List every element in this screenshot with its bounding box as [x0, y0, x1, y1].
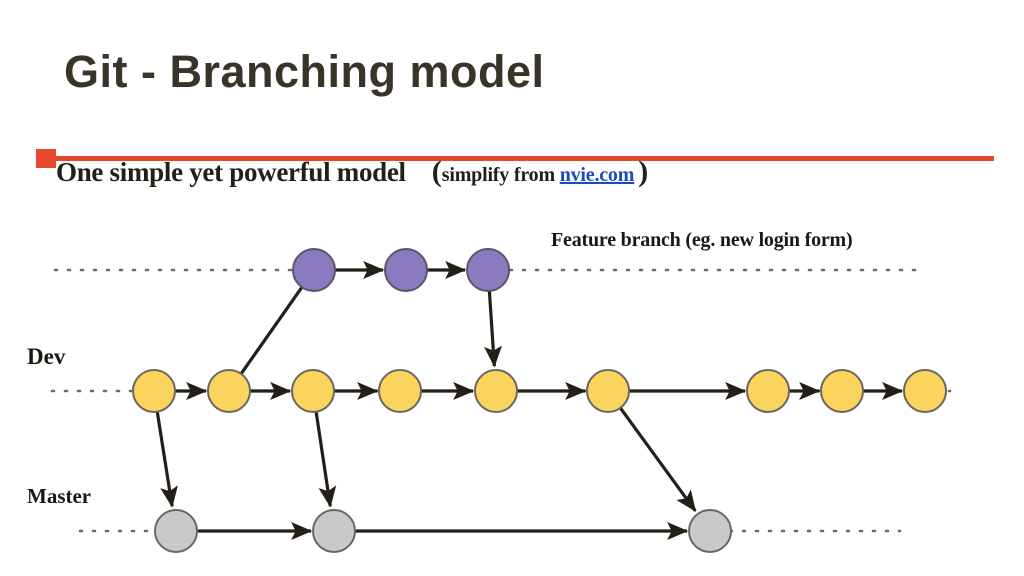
commit-node-d5[interactable] [474, 369, 518, 413]
branch-dev-to-feature [238, 284, 305, 377]
commit-node-d4[interactable] [378, 369, 422, 413]
page-title: Git - Branching model [64, 46, 545, 97]
commit-node-d3[interactable] [291, 369, 335, 413]
release-dev-to-master-2 [314, 409, 337, 508]
commit-node-d8[interactable] [820, 369, 864, 413]
title-rule [54, 156, 994, 161]
cross-branch-arrows [155, 284, 697, 512]
lane-label-dev: Dev [27, 344, 66, 369]
commit-node-d7[interactable] [746, 369, 790, 413]
subtitle-main-text: One simple yet powerful model [56, 157, 406, 187]
subtitle-paren-close: ) [638, 155, 649, 188]
commit-arrows [175, 261, 904, 540]
commit-node-f1[interactable] [292, 248, 336, 292]
lane-baselines [50, 268, 952, 533]
merge-feature-to-dev [484, 288, 502, 368]
commit-nodes [132, 248, 947, 553]
release-dev-to-master-3 [617, 405, 697, 512]
commit-node-f2[interactable] [384, 248, 428, 292]
commit-node-f3[interactable] [466, 248, 510, 292]
release-dev-to-master-1 [155, 409, 178, 508]
commit-node-m2[interactable] [312, 509, 356, 553]
commit-node-d9[interactable] [903, 369, 947, 413]
lane-label-master: Master [27, 484, 92, 508]
commit-node-m1[interactable] [154, 509, 198, 553]
lane-label-feature: Feature branch (eg. new login form) [551, 229, 853, 251]
subtitle-note-text: simplify from [441, 164, 560, 186]
title-block: Git - Branching model [0, 44, 1024, 168]
commit-node-d6[interactable] [586, 369, 630, 413]
subtitle: One simple yet powerful model (simplify f… [56, 155, 648, 189]
subtitle-paren-open: ( [431, 155, 442, 188]
commit-node-d2[interactable] [207, 369, 251, 413]
nvie-link[interactable]: nvie.com [559, 164, 635, 186]
commit-node-d1[interactable] [132, 369, 176, 413]
commit-node-m3[interactable] [688, 509, 732, 553]
title-rule-cap [36, 149, 56, 168]
